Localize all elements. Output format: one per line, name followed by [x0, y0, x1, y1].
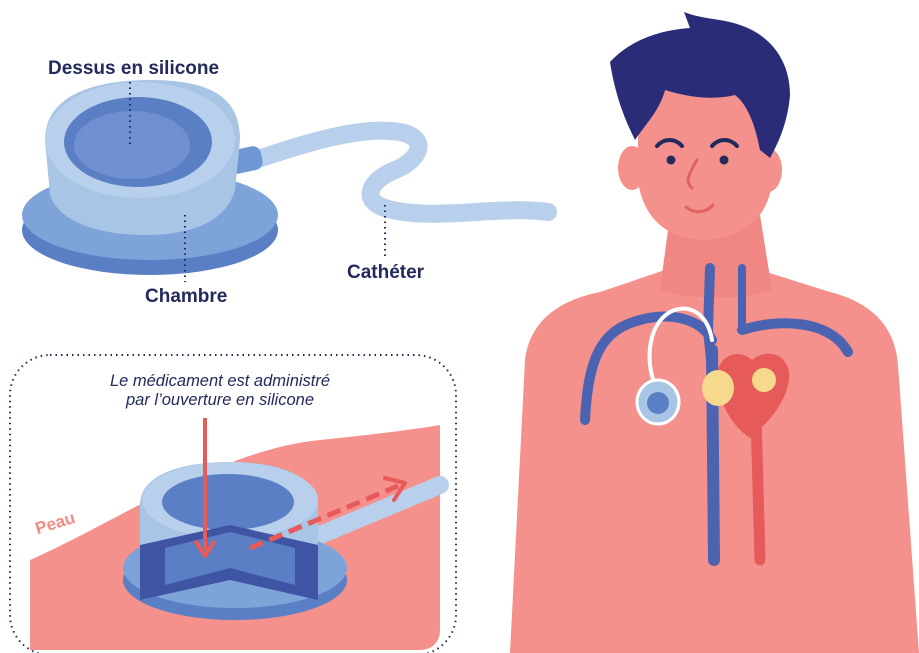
inset-caption-line-1: Le médicament est administré	[60, 372, 380, 391]
patient-eye-left	[667, 156, 676, 165]
inset-caption-line-2: par l’ouverture en silicone	[60, 391, 380, 410]
inset-silicone-top	[162, 474, 294, 530]
patient-eye-right	[720, 156, 729, 165]
heart-atrium-left	[702, 370, 734, 406]
heart-atrium-right	[752, 368, 776, 392]
label-silicone-top: Dessus en silicone	[48, 58, 219, 80]
implantable-port-device	[22, 80, 548, 275]
implanted-port-center	[647, 392, 669, 414]
catheter-tube	[255, 131, 548, 214]
label-chamber: Chambre	[145, 286, 227, 308]
inset-caption: Le médicament est administré par l’ouver…	[60, 372, 380, 410]
patient-illustration	[510, 12, 919, 653]
port-silicone-highlight	[74, 111, 190, 179]
label-catheter: Cathéter	[347, 262, 424, 284]
